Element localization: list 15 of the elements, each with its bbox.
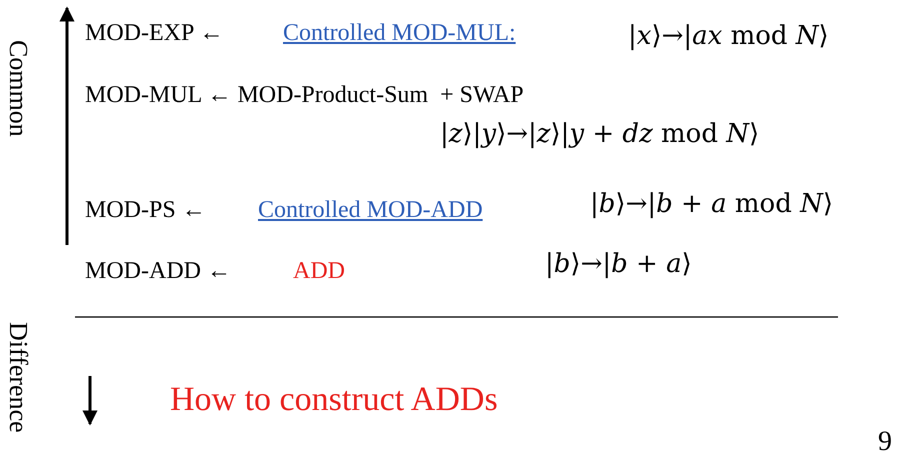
module-text: MOD-EXP ← bbox=[85, 20, 224, 48]
module-text: MOD-ADD ← bbox=[85, 258, 231, 286]
axis-label: Common bbox=[3, 40, 33, 137]
highlight-text: ADD bbox=[293, 258, 345, 286]
highlight-text: How to construct ADDs bbox=[170, 380, 498, 420]
module-text: MOD-PS ← bbox=[85, 197, 206, 225]
link-text: Controlled MOD-MUL: bbox=[283, 20, 516, 48]
formula-text: |z⟩|y⟩→|z⟩|y + dz mod N⟩ bbox=[440, 120, 760, 150]
page-number: 9 bbox=[878, 426, 892, 458]
formula-text: |b⟩→|b + a mod N⟩ bbox=[590, 190, 834, 220]
link-text: Controlled MOD-ADD bbox=[258, 197, 483, 225]
module-text: MOD-MUL ← MOD-Product-Sum + SWAP bbox=[85, 82, 524, 110]
axis-label: Difference bbox=[3, 322, 33, 433]
formula-text: |x⟩→|ax mod N⟩ bbox=[628, 22, 829, 52]
formula-text: |b⟩→|b + a⟩ bbox=[545, 250, 692, 280]
